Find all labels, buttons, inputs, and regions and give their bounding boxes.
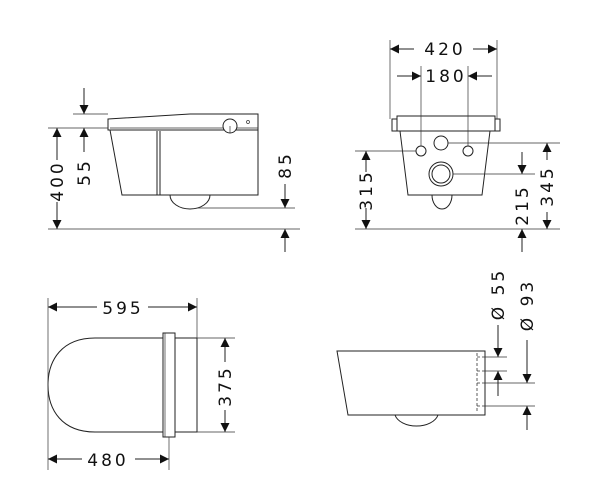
inlet-hole <box>433 135 449 151</box>
dim-bolt-spacing: 180 <box>425 67 466 87</box>
dim-seat-height: 55 <box>75 158 95 186</box>
dim-overall-height: 400 <box>48 160 68 201</box>
bolt-hole-right <box>462 145 474 157</box>
dim-top-width: 375 <box>216 365 236 406</box>
dim-length: 595 <box>102 299 143 319</box>
dim-outlet-diameter: Ø 93 <box>518 279 538 331</box>
rear-bowl-body <box>336 350 486 416</box>
side-bowl-body <box>109 129 259 196</box>
bolt-hole-left <box>415 145 427 157</box>
outlet-hole <box>428 161 454 187</box>
side-view: 400 55 85 <box>48 88 300 252</box>
top-cistern-block <box>174 337 198 433</box>
dim-bowl-depth: 85 <box>276 151 296 179</box>
top-view: 595 375 480 <box>47 298 236 471</box>
dim-outlet-height: 215 <box>513 184 533 225</box>
dim-inlet-height: 345 <box>538 165 558 206</box>
dim-inlet-diameter: Ø 55 <box>489 268 509 320</box>
front-seat-lid <box>396 115 496 132</box>
dim-width: 420 <box>424 40 465 60</box>
rear-view: Ø 55 Ø 93 <box>336 268 538 430</box>
dim-seat-length: 480 <box>87 451 128 471</box>
front-view: 420 180 315 215 345 <box>355 40 560 252</box>
top-seat-outline <box>47 337 166 433</box>
dim-bolt-height: 315 <box>357 169 377 210</box>
